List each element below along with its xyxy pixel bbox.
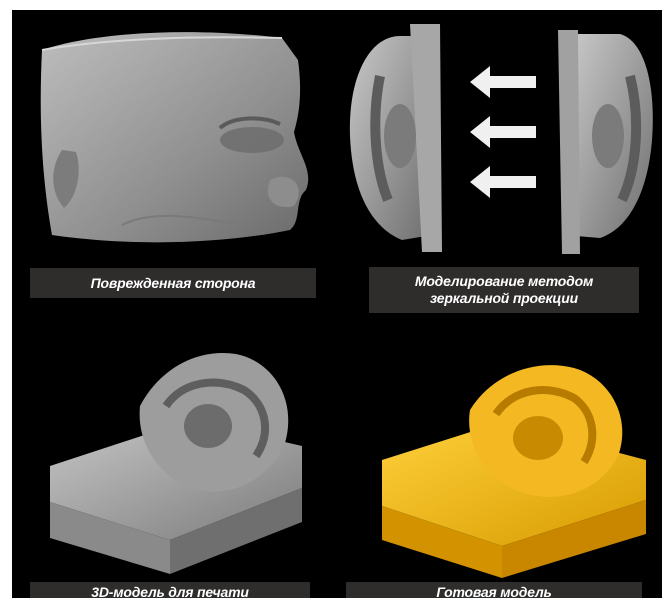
caption-damaged-side: Поврежденная сторона — [30, 268, 316, 298]
caption-3d-model: 3D-модель для печати — [30, 582, 310, 598]
face-scan-figure — [32, 20, 314, 256]
face-scan-icon — [32, 20, 314, 256]
mirror-ears-illustration — [330, 16, 660, 260]
mirror-ears-figure — [330, 16, 660, 260]
final-model-figure — [360, 340, 652, 578]
caption-mirror-modeling: Моделирование методом зеркальной проекци… — [369, 267, 639, 313]
figure-panel: Поврежденная сторона Моделирование метод… — [12, 10, 662, 598]
model-3d-figure — [40, 328, 310, 578]
ear-model-icon — [40, 328, 310, 578]
left-arrow-icon — [470, 66, 536, 198]
printed-ear-icon — [360, 340, 652, 578]
caption-final-model: Готовая модель — [346, 582, 642, 598]
